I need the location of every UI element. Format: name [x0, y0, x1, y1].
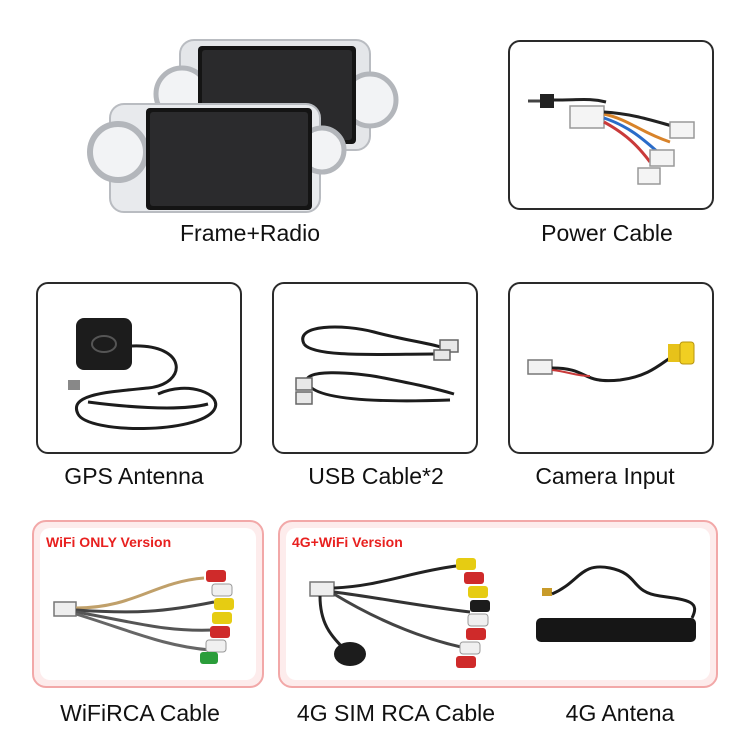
power-cable-label: Power Cable — [541, 220, 673, 246]
4g-antenna-illustration — [536, 565, 697, 642]
usb-cable-box — [272, 282, 478, 454]
4g-sim-rca-cable-label: 4G SIM RCA Cable — [296, 700, 496, 726]
camera-input-illustration — [527, 341, 695, 383]
gps-antenna-illustration — [68, 318, 218, 431]
4g-sim-rca-cable-illustration — [309, 558, 490, 668]
camera-input-box — [508, 282, 714, 454]
usb-cable-label: USB Cable*2 — [308, 463, 444, 489]
power-cable-illustration — [528, 94, 695, 185]
camera-input-label: Camera Input — [535, 463, 675, 489]
usb-cable-illustration — [295, 325, 459, 405]
gps-antenna-label: GPS Antenna — [64, 463, 204, 489]
frame-radio-label: Frame+Radio — [180, 220, 320, 246]
radio-units-illustration — [87, 39, 399, 213]
gps-antenna-box — [36, 282, 242, 454]
wifi-rca-cable-label: WiFiRCA Cable — [60, 700, 220, 726]
4g-antenna-label: 4G Antena — [565, 700, 675, 726]
4g-wifi-version-group: 4G+WiFi Version — [278, 520, 718, 688]
frame-radio-image — [70, 32, 430, 213]
4g-wifi-version-tag: 4G+WiFi Version — [292, 534, 403, 550]
wifi-only-version-tag: WiFi ONLY Version — [46, 534, 172, 550]
wifi-only-version-group: WiFi ONLY Version — [32, 520, 264, 688]
power-cable-box — [508, 40, 714, 210]
wifi-rca-cable-illustration — [53, 570, 234, 664]
